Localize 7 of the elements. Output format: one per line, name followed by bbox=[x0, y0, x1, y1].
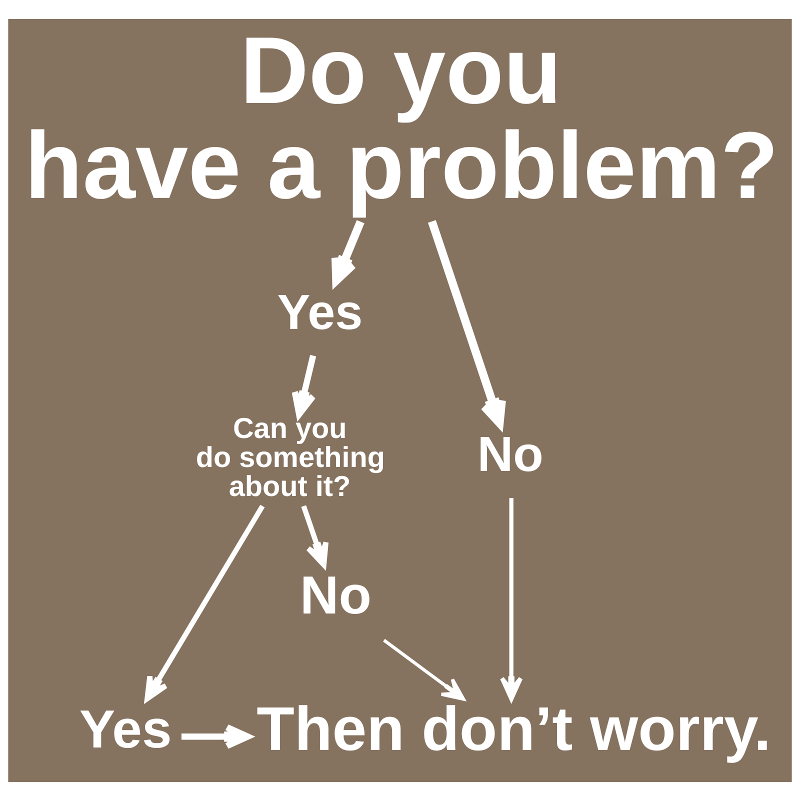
node-text: No bbox=[477, 426, 544, 482]
node-text: Do you have a problem? bbox=[24, 18, 778, 218]
node-text: Yes bbox=[277, 284, 363, 340]
node-text: Then don’t worry. bbox=[256, 694, 772, 764]
node-text: No bbox=[300, 565, 372, 626]
node-text: Yes bbox=[79, 699, 172, 760]
node-text: Can you do something about it? bbox=[196, 412, 386, 502]
